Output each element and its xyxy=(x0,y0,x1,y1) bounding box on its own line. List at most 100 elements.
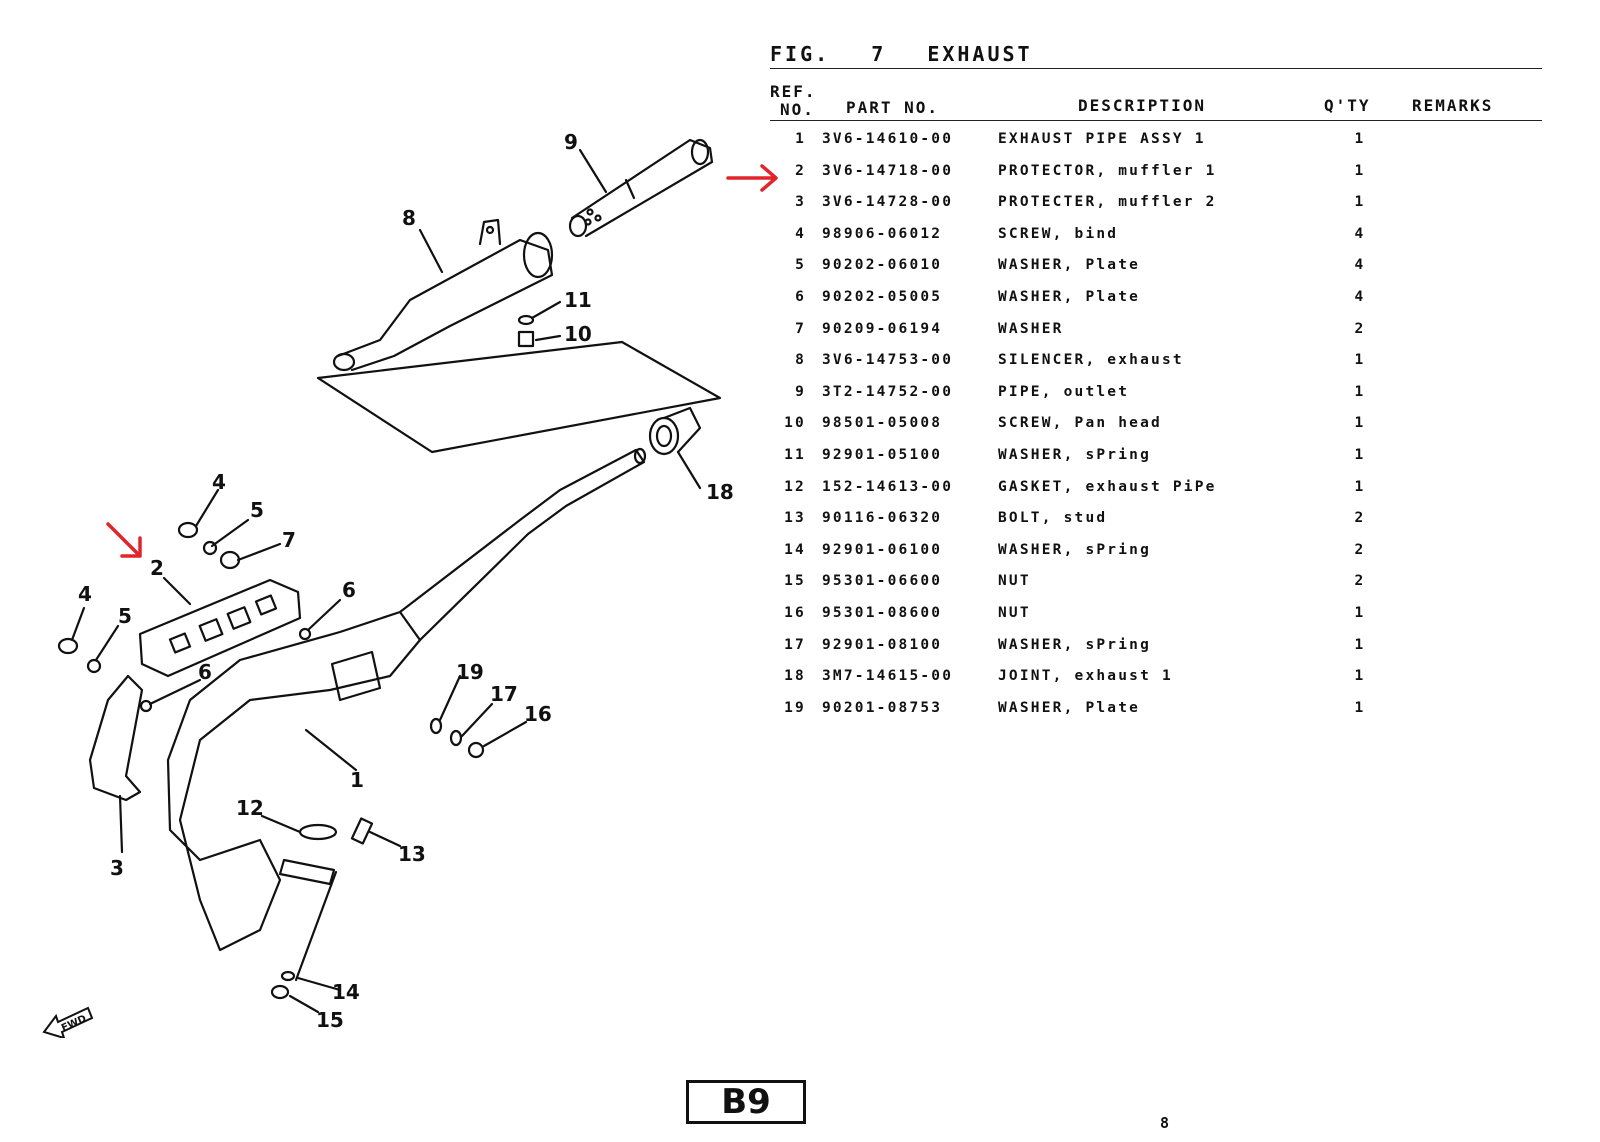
callout-7: 7 xyxy=(282,528,296,552)
row-ref: 13 xyxy=(784,510,806,527)
row-qty: 2 xyxy=(1354,320,1366,337)
callout-15: 15 xyxy=(316,1008,344,1032)
exhaust-exploded-diagram xyxy=(57,138,722,1014)
row-qty: 1 xyxy=(1354,699,1366,716)
callout-5b: 5 xyxy=(118,604,132,628)
row-part-no: 98906-06012 xyxy=(822,225,943,242)
highlight-arrow-diagram-icon xyxy=(106,522,142,558)
row-qty: 1 xyxy=(1354,636,1366,653)
row-qty: 4 xyxy=(1354,288,1366,305)
callout-1: 1 xyxy=(350,768,364,792)
row-qty: 4 xyxy=(1354,225,1366,242)
header-qty: Q'TY xyxy=(1324,96,1371,115)
row-ref: 3 xyxy=(795,194,806,211)
row-qty: 1 xyxy=(1354,131,1366,147)
row-description: WASHER, sPring xyxy=(998,636,1152,653)
row-ref: 19 xyxy=(784,699,806,716)
protector-2-drawing xyxy=(88,674,144,802)
row-ref: 1 xyxy=(795,131,806,147)
row-ref: 10 xyxy=(784,415,806,432)
row-part-no: 152-14613-00 xyxy=(822,478,954,495)
row-description: NUT xyxy=(998,604,1031,621)
row-ref: 12 xyxy=(784,478,806,495)
callout-10: 10 xyxy=(564,322,592,346)
row-qty: 1 xyxy=(1354,383,1366,400)
callout-9: 9 xyxy=(564,130,578,154)
row-qty: 1 xyxy=(1354,194,1366,211)
row-qty: 2 xyxy=(1354,541,1366,558)
table-row: 16 95301-08600 NUT 1 xyxy=(770,600,1542,632)
row-qty: 1 xyxy=(1354,162,1366,179)
row-ref: 6 xyxy=(795,288,806,305)
row-qty: 1 xyxy=(1354,446,1366,463)
callout-3: 3 xyxy=(110,856,124,880)
row-description: WASHER, Plate xyxy=(998,288,1141,305)
row-part-no: 3V6-14753-00 xyxy=(822,352,954,369)
callout-12: 12 xyxy=(236,796,264,820)
row-qty: 1 xyxy=(1354,415,1366,432)
row-part-no: 95301-08600 xyxy=(822,604,943,621)
callout-14: 14 xyxy=(332,980,360,1004)
section-label-box: B9 xyxy=(686,1080,806,1124)
callout-6a: 6 xyxy=(342,578,356,602)
row-description: PROTECTER, muffler 2 xyxy=(998,194,1217,211)
header-description: DESCRIPTION xyxy=(1078,96,1206,115)
header-ref-1: REF. xyxy=(770,82,817,101)
callout-2: 2 xyxy=(150,556,164,580)
row-description: NUT xyxy=(998,573,1031,590)
row-part-no: 3T2-14752-00 xyxy=(822,383,954,400)
table-row: 6 90202-05005 WASHER, Plate 4 xyxy=(770,284,1542,316)
row-qty: 1 xyxy=(1354,352,1366,369)
row-ref: 8 xyxy=(795,352,806,369)
row-part-no: 90116-06320 xyxy=(822,510,943,527)
exhaust-pipe-drawing xyxy=(166,447,647,952)
row-ref: 18 xyxy=(784,668,806,685)
callout-13: 13 xyxy=(398,842,426,866)
row-part-no: 3V6-14610-00 xyxy=(822,131,954,147)
row-part-no: 90209-06194 xyxy=(822,320,943,337)
row-ref: 15 xyxy=(784,573,806,590)
figure-label: FIG. xyxy=(770,42,831,66)
row-qty: 2 xyxy=(1354,573,1366,590)
row-qty: 2 xyxy=(1354,510,1366,527)
callout-16: 16 xyxy=(524,702,552,726)
row-part-no: 90201-08753 xyxy=(822,699,943,716)
row-ref: 9 xyxy=(795,383,806,400)
row-ref: 16 xyxy=(784,604,806,621)
callout-6b: 6 xyxy=(198,660,212,684)
figure-name: EXHAUST xyxy=(927,42,1033,66)
row-description: WASHER, Plate xyxy=(998,257,1141,274)
row-ref: 5 xyxy=(795,257,806,274)
row-ref: 17 xyxy=(784,636,806,653)
protector-1-drawing xyxy=(138,578,302,678)
row-description: SCREW, bind xyxy=(998,225,1119,242)
row-description: SCREW, Pan head xyxy=(998,415,1162,432)
callout-11: 11 xyxy=(564,288,592,312)
header-remarks: REMARKS xyxy=(1412,96,1494,115)
row-description: JOINT, exhaust 1 xyxy=(998,668,1173,685)
row-description: PROTECTOR, muffler 1 xyxy=(998,162,1217,179)
callout-18: 18 xyxy=(706,480,734,504)
row-ref: 7 xyxy=(795,320,806,337)
header-part-no: PART NO. xyxy=(846,98,940,117)
row-part-no: 92901-05100 xyxy=(822,446,943,463)
row-part-no: 90202-05005 xyxy=(822,288,943,305)
joint-drawing xyxy=(648,406,702,456)
title-rule xyxy=(770,68,1542,69)
row-qty: 4 xyxy=(1354,257,1366,274)
row-qty: 1 xyxy=(1354,668,1366,685)
page-number: 8 xyxy=(1160,1114,1170,1132)
row-qty: 1 xyxy=(1354,604,1366,621)
callout-4a: 4 xyxy=(212,470,226,494)
